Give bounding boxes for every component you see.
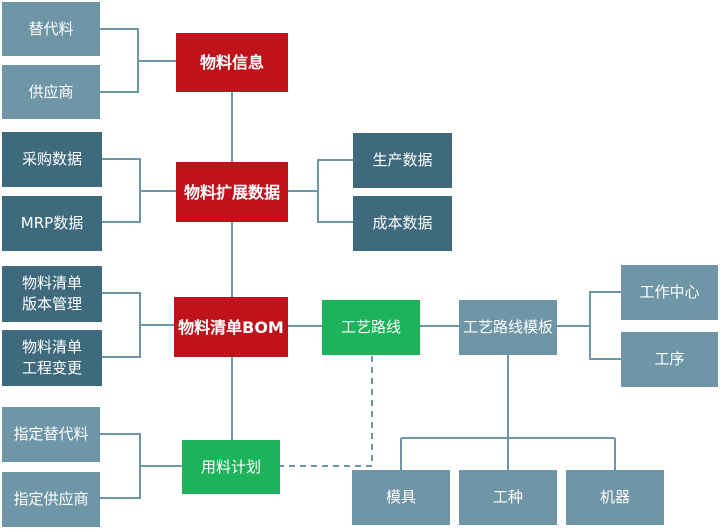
node-jiqi: 机器 <box>566 470 664 525</box>
bracket-plan-left <box>100 433 182 499</box>
node-wuliao-qingdan-bom: 物料清单BOM <box>174 297 288 357</box>
node-gongcheng-biangeng: 物料清单 工程变更 <box>2 330 102 386</box>
bracket-kuozhan-left <box>102 158 176 223</box>
bracket-wuliao-xinxi <box>100 28 176 93</box>
node-gongzhong: 工种 <box>459 470 557 525</box>
node-gongxu: 工序 <box>621 332 718 387</box>
node-chengben-shuju: 成本数据 <box>353 196 452 251</box>
node-tidai-liao: 替代料 <box>2 2 100 56</box>
node-caigou-shuju: 采购数据 <box>2 132 102 187</box>
bracket-template-right <box>557 291 621 360</box>
node-zhiding-gongying: 指定供应商 <box>2 472 100 527</box>
node-yongliao-jihua: 用料计划 <box>182 440 280 494</box>
node-banben-guanli: 物料清单 版本管理 <box>2 266 102 322</box>
bracket-kuozhan-right <box>287 159 353 223</box>
node-zhiding-tidai: 指定替代料 <box>2 407 100 462</box>
node-muju: 模具 <box>352 470 450 525</box>
node-gongzuo-zhongxin: 工作中心 <box>621 265 718 320</box>
template-to-resources <box>400 355 616 470</box>
node-gongying-shang: 供应商 <box>2 65 100 119</box>
node-wuliao-kuozhan: 物料扩展数据 <box>176 162 288 222</box>
node-gongyi-luxian-muban: 工艺路线模板 <box>459 300 557 355</box>
bracket-bom-left <box>102 292 176 358</box>
node-shengchan-shuju: 生产数据 <box>353 133 452 188</box>
node-gongyi-luxian: 工艺路线 <box>322 300 420 355</box>
dashed-link <box>280 356 373 467</box>
node-mrp-shuju: MRP数据 <box>2 196 102 251</box>
node-wuliao-xinxi: 物料信息 <box>176 33 288 92</box>
